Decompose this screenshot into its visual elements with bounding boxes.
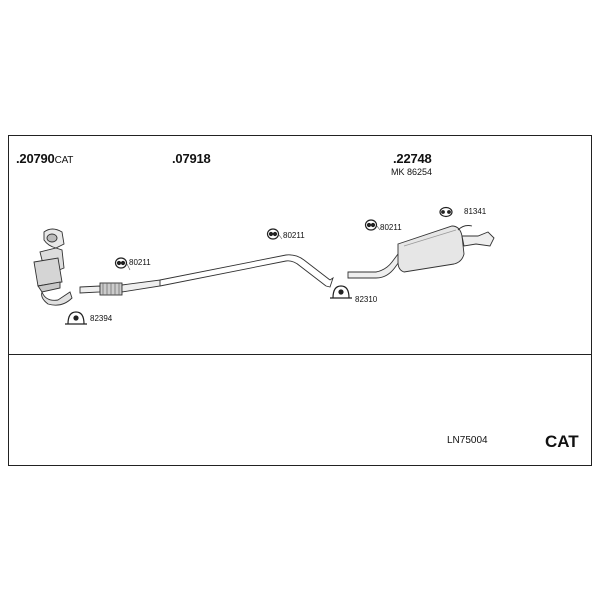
part-label-07918: .07918 <box>172 152 211 165</box>
hardware-label-82310: 82310 <box>355 295 378 304</box>
clamp-82310-icon <box>330 285 352 299</box>
part-number-22748: .22748 <box>393 151 432 166</box>
part-suffix-20790: CAT <box>54 155 74 166</box>
hanger-80211-a-icon <box>114 257 128 269</box>
rear-silencer <box>347 225 495 279</box>
hardware-label-82394: 82394 <box>90 314 113 323</box>
catalytic-converter <box>33 228 73 306</box>
hardware-label-81341: 81341 <box>464 207 487 216</box>
part-sub-22748: MK 86254 <box>391 167 433 177</box>
hanger-80211-c-icon <box>364 219 378 231</box>
part-number-20790: .20790 <box>16 151 55 166</box>
hanger-80211-b-icon <box>266 228 280 240</box>
assembly-type: CAT <box>545 432 579 451</box>
leader-lines <box>126 225 381 271</box>
diagram-border <box>8 135 592 466</box>
centre-pipe <box>159 254 334 288</box>
assembly-code: LN75004 <box>447 435 488 446</box>
part-label-22748: .22748 <box>393 152 432 165</box>
clamp-82394-icon <box>65 311 87 325</box>
hanger-81341-icon <box>439 206 453 218</box>
part-number-07918: .07918 <box>172 151 211 166</box>
part-label-20790: .20790CAT <box>16 152 73 166</box>
front-pipe <box>79 279 161 296</box>
hardware-label-80211-c: 80211 <box>380 223 402 232</box>
hardware-label-80211-a: 80211 <box>129 258 151 267</box>
hardware-label-80211-b: 80211 <box>283 231 305 240</box>
